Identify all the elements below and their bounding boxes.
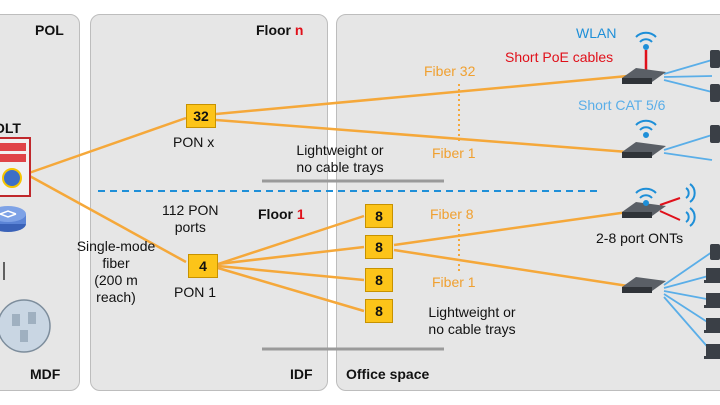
pon-ports-label: 112 PON ports [162,202,219,235]
pon-1-label: PON 1 [174,284,217,300]
fiber-reach-note: Single-mode fiber (200 m reach) [76,238,156,305]
fiber-pon1-to-s4 [217,266,365,313]
splitter-8-2: 8 [365,235,393,259]
fiber-1-top-label: Fiber 1 [432,145,476,161]
olt-label: OLT [0,120,21,136]
cat-cable-label: Short CAT 5/6 [578,97,666,113]
fiber-olt-to-ponx [25,116,187,176]
pon-x-label: PON x [173,134,215,150]
cable-tray-note-bottom: Lightweight or no cable trays [428,304,516,337]
olt-chassis [0,137,31,197]
fiber-pon1-to-s2 [217,245,365,266]
pol-title: POL [35,22,64,38]
pon-1-splitter: 4 [188,254,218,278]
splitter-8-1: 8 [365,204,393,228]
fiber-olt-to-pon1 [25,172,187,264]
floor-n-title: Floor n [256,22,304,38]
cat-cables [663,59,713,353]
fiber-8 [393,210,629,247]
poe-cables-label: Short PoE cables [505,49,614,65]
fiber-1-bottom [393,248,629,288]
wlan-label: WLAN [576,25,617,41]
fiber-lines [25,74,629,313]
office-space-label: Office space [346,366,430,382]
fiber-1-bottom-label: Fiber 1 [432,274,476,290]
fiber-32 [215,74,629,116]
mdf-label: MDF [30,366,61,382]
end-devices [704,50,720,359]
fiber-32-label: Fiber 32 [424,63,476,79]
mdf-server-icon [0,299,51,353]
fiber-1-top [215,118,629,154]
fiber-pon1-to-s3 [217,264,365,282]
idf-label: IDF [290,366,313,382]
router-icon [0,206,26,232]
wifi-icons [635,31,696,227]
fiber-8-label: Fiber 8 [430,206,474,222]
splitter-8-3: 8 [365,268,393,292]
ont-ports-label: 2-8 port ONTs [596,230,684,246]
pon-x-splitter: 32 [186,104,216,128]
ont-devices [622,68,666,293]
floor-panel [90,14,328,391]
splitter-8-4: 8 [365,299,393,323]
floor-1-title: Floor 1 [258,206,305,222]
fiber-pon1-to-s1 [217,214,365,266]
cable-tray-note-top: Lightweight or no cable trays [296,142,384,175]
